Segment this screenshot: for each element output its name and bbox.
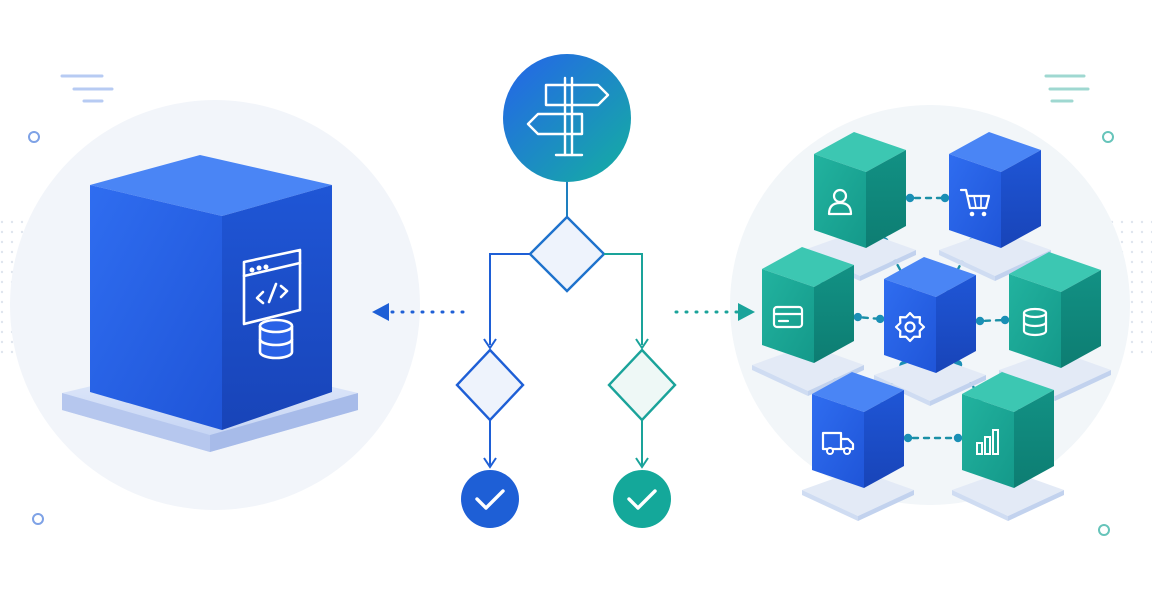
cart-icon <box>959 188 991 217</box>
service-data <box>999 252 1111 401</box>
branch-right-node <box>607 348 677 422</box>
bar-chart-icon <box>976 429 999 455</box>
check-icon <box>461 470 519 528</box>
gear-icon <box>894 311 926 343</box>
service-cart <box>939 132 1051 281</box>
link-node <box>940 193 950 203</box>
code-window-icon <box>242 248 302 326</box>
link-node <box>875 314 885 324</box>
decision-flow <box>455 54 677 528</box>
database-icon <box>1022 307 1048 337</box>
user-icon <box>827 188 853 216</box>
link-node <box>905 193 915 203</box>
arrow-to-monolith <box>372 303 468 321</box>
link-node <box>953 433 963 443</box>
decor-lines-left <box>60 74 114 103</box>
decor-ring <box>1098 524 1110 536</box>
signpost-icon <box>526 76 610 157</box>
database-icon <box>258 318 294 360</box>
link-node <box>903 433 913 443</box>
decision-root <box>503 54 631 182</box>
decision-node <box>528 215 606 293</box>
decor-lines-right <box>1044 74 1090 103</box>
card-icon <box>772 305 804 329</box>
link-node <box>853 312 863 322</box>
branch-left-node <box>455 348 525 422</box>
service-core <box>874 257 986 406</box>
link-node <box>975 316 985 326</box>
microservice-cluster <box>752 132 1111 521</box>
check-icon <box>613 470 671 528</box>
monolith-block <box>62 155 358 452</box>
link-node <box>1000 315 1010 325</box>
truck-icon <box>821 431 855 455</box>
service-shipping <box>802 372 914 521</box>
service-analytics <box>952 372 1064 521</box>
service-payment <box>752 247 864 396</box>
decor-ring <box>28 131 40 143</box>
decor-ring <box>1102 131 1114 143</box>
decor-ring <box>32 513 44 525</box>
arrow-to-cluster <box>674 303 755 321</box>
